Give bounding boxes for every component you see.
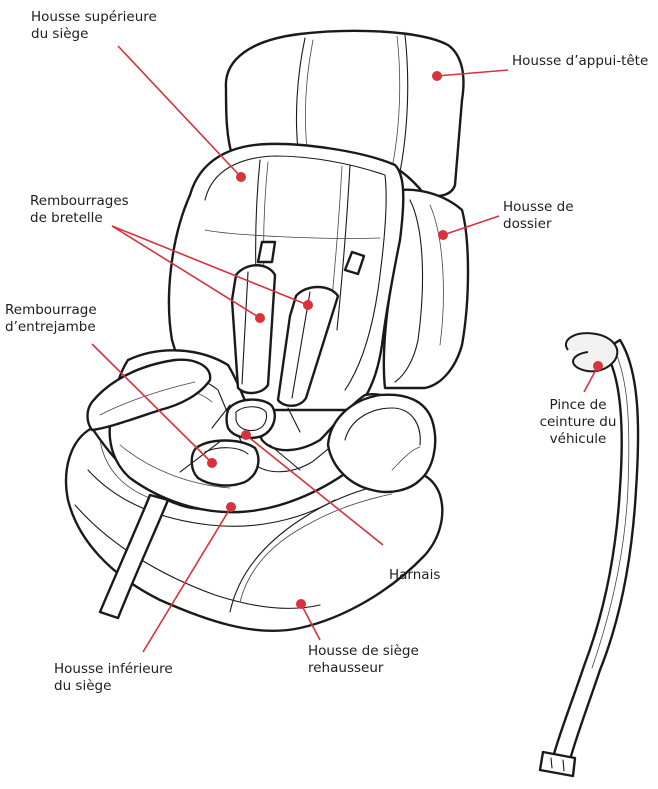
dot-booster [296,599,306,609]
label-line: Housse inférieure [54,661,173,678]
label-headrest-cover: Housse d’appui-tête [512,53,648,70]
dot-shoulder-right [303,300,313,310]
label-line: Rembourrage [5,302,97,319]
dot-harness [241,430,251,440]
label-line: ceinture du [528,414,628,431]
clip-loop [566,333,617,371]
dot-belt-clip [593,361,603,371]
label-belt-clip: Pince de ceinture du véhicule [528,397,628,448]
label-lower-seat-cover: Housse inférieure du siège [54,661,173,695]
dot-lower-seat [226,502,236,512]
car-seat-illustration [66,31,468,631]
label-line: véhicule [528,431,628,448]
label-line: dossier [503,216,574,233]
dot-top-seat-cover [236,172,246,182]
label-top-seat-cover: Housse supérieure du siège [31,9,157,43]
label-line: Harnais [389,567,440,584]
dot-crotch [207,458,217,468]
label-line: Housse de siège [308,643,419,660]
label-line: Pince de [528,397,628,414]
label-backrest-cover: Housse de dossier [503,199,574,233]
label-line: Rembourrages [30,193,129,210]
label-harness: Harnais [389,567,440,584]
label-line: d’entrejambe [5,319,97,336]
label-line: Housse d’appui-tête [512,53,648,70]
label-line: du siège [54,678,173,695]
leader-top-seat-cover [118,46,241,177]
label-crotch-pad: Rembourrage d’entrejambe [5,302,97,336]
label-line: rehausseur [308,660,419,677]
label-line: du siège [31,26,157,43]
label-line: de bretelle [30,210,129,227]
label-line: Housse de [503,199,574,216]
label-booster-cover: Housse de siège rehausseur [308,643,419,677]
dot-shoulder-left [255,313,265,323]
label-line: Housse supérieure [31,9,157,26]
dot-backrest [438,230,448,240]
label-shoulder-pads: Rembourrages de bretelle [30,193,129,227]
shoulder-pad-left [232,265,275,393]
harness-buckle [227,400,275,438]
dot-headrest [432,71,442,81]
